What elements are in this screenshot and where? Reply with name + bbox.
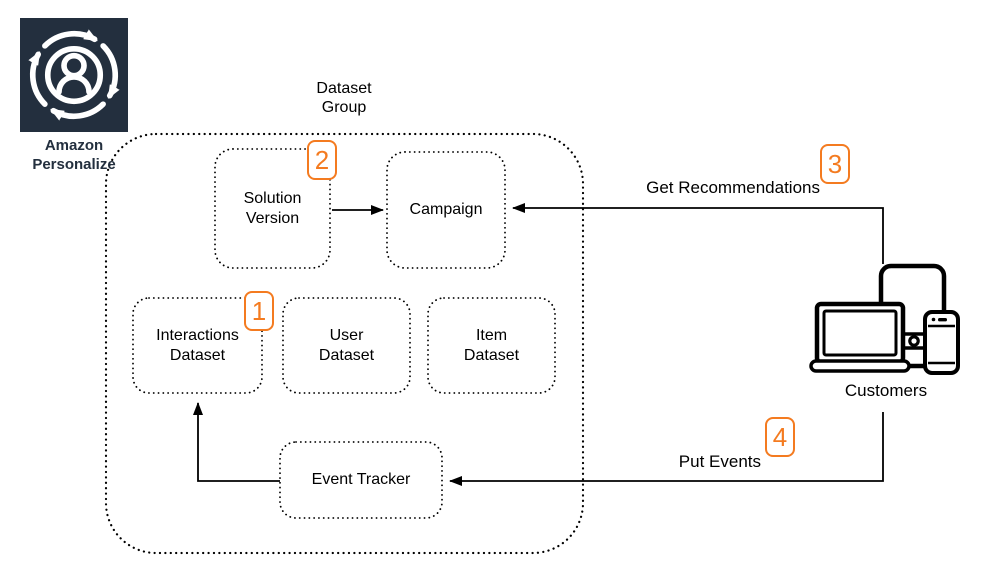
event-tracker-label: Event Tracker bbox=[311, 471, 411, 488]
interactions-dataset-line2: Dataset bbox=[169, 346, 226, 364]
node-interactions-dataset: Interactions Dataset bbox=[133, 298, 262, 393]
dataset-group-title-line1: Dataset bbox=[316, 80, 372, 97]
cycle-arrow-bottom bbox=[50, 101, 106, 121]
amazon-personalize-label: Amazon Personalize bbox=[2, 136, 146, 174]
dataset-group-title-line2: Group bbox=[321, 99, 367, 116]
node-user-dataset-border bbox=[282, 297, 411, 394]
put-events-label: Put Events bbox=[678, 452, 761, 471]
smartphone-icon bbox=[923, 310, 960, 375]
person-circle bbox=[44, 45, 104, 105]
node-solution-version: Solution Version bbox=[215, 149, 330, 268]
node-solution-version-border bbox=[214, 148, 331, 269]
cycle-arrow-left bbox=[28, 51, 48, 107]
user-dataset-line1: User bbox=[329, 326, 364, 344]
interactions-dataset-line1: Interactions bbox=[156, 326, 239, 344]
step-badge-3: 3 bbox=[820, 144, 850, 184]
step-badge-1: 1 bbox=[244, 291, 274, 331]
cycle-arrow-right bbox=[100, 43, 120, 99]
amazon-personalize-icon bbox=[20, 18, 128, 132]
node-item-dataset: Item Dataset bbox=[428, 298, 555, 393]
get-recommendations-label: Get Recommendations bbox=[646, 178, 820, 197]
step-badge-4: 4 bbox=[765, 417, 795, 457]
node-campaign-border bbox=[386, 151, 506, 269]
node-event-tracker-border bbox=[279, 441, 443, 519]
cycle-arrow-top bbox=[42, 29, 98, 49]
customer-devices-icon bbox=[809, 263, 960, 375]
item-dataset-line1: Item bbox=[475, 326, 508, 344]
arrow-event-tracker-to-interactions bbox=[193, 402, 280, 482]
customers-label: Customers bbox=[844, 381, 928, 400]
media-cast-icon bbox=[905, 332, 924, 350]
node-item-dataset-border bbox=[427, 297, 556, 394]
arrow-get-recommendations bbox=[512, 203, 884, 264]
item-dataset-line2: Dataset bbox=[463, 346, 520, 364]
dataset-group-border bbox=[104, 132, 585, 555]
campaign-label: Campaign bbox=[409, 201, 483, 218]
dataset-group-title: Dataset Group bbox=[284, 79, 404, 117]
node-campaign: Campaign bbox=[387, 152, 505, 268]
service-name-line2: Personalize bbox=[32, 156, 116, 173]
node-user-dataset: User Dataset bbox=[283, 298, 410, 393]
service-name-line1: Amazon bbox=[44, 137, 104, 154]
solution-version-line1: Solution bbox=[243, 189, 302, 207]
arrow-put-events bbox=[449, 412, 884, 486]
node-event-tracker: Event Tracker bbox=[280, 442, 442, 518]
person-shoulders bbox=[56, 74, 92, 95]
step-badge-2: 2 bbox=[307, 140, 337, 180]
node-interactions-dataset-border bbox=[132, 297, 263, 394]
user-dataset-line2: Dataset bbox=[318, 346, 375, 364]
solution-version-line2: Version bbox=[245, 209, 300, 227]
